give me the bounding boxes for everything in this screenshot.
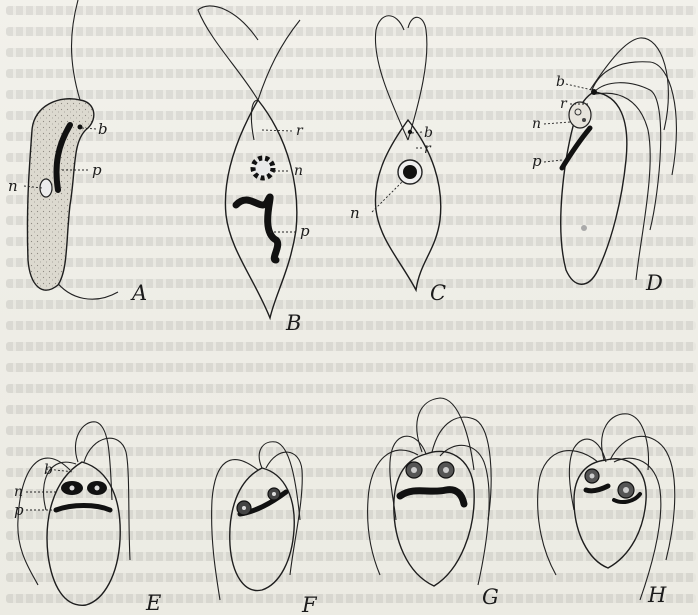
label-r: r <box>424 141 432 157</box>
flagellum <box>590 38 668 130</box>
label-p: p <box>92 161 102 179</box>
cell-body <box>47 462 120 605</box>
label-r: r <box>296 123 304 139</box>
label-n: n <box>532 116 541 132</box>
figure-e: b n p E <box>14 422 161 615</box>
parabasal-body <box>562 128 590 168</box>
label-n: n <box>8 177 18 195</box>
cell-body <box>375 120 440 290</box>
flagellum <box>84 438 130 560</box>
parabasal-body <box>586 486 608 491</box>
cell-body <box>27 99 93 290</box>
figure-f: F <box>212 442 318 615</box>
label-p: p <box>532 152 542 170</box>
label-b: b <box>424 125 433 141</box>
flagellum <box>258 20 300 100</box>
blepharoplast <box>408 130 412 134</box>
label-n: n <box>294 163 303 179</box>
figure-letter: F <box>301 593 318 615</box>
cell-body <box>230 468 294 591</box>
nucleus <box>569 102 591 128</box>
figure-letter: C <box>430 281 446 305</box>
flagellum <box>212 460 258 600</box>
parabasal-body <box>236 197 278 260</box>
figure-letter: G <box>482 585 499 609</box>
figure-c: b r n C <box>350 16 446 305</box>
label-b: b <box>44 462 53 478</box>
flagellum <box>614 458 661 600</box>
label-p: p <box>14 501 24 519</box>
flagellum <box>610 436 675 560</box>
flagellum <box>417 398 474 470</box>
figure-g: G <box>368 398 499 609</box>
figure-letter: A <box>130 281 147 305</box>
label-n: n <box>14 484 23 500</box>
parabasal-body <box>56 506 110 511</box>
label-n: n <box>350 204 360 222</box>
parabasal-body <box>400 490 464 504</box>
figure-b: r n p B <box>198 6 310 335</box>
figure-h: H <box>538 414 675 607</box>
cell-body <box>225 100 296 318</box>
label-b: b <box>556 74 565 90</box>
label-r: r <box>560 96 568 112</box>
figure-letter: E <box>145 591 161 615</box>
flagellum <box>408 17 427 140</box>
flagellum <box>375 16 408 140</box>
label-b: b <box>98 120 108 138</box>
nucleolus <box>403 165 417 179</box>
figure-d: b r n p D <box>532 38 676 295</box>
figure-letter: B <box>285 311 301 335</box>
blepharoplast <box>78 125 83 130</box>
label-p: p <box>300 222 310 240</box>
blepharoplast <box>591 89 597 95</box>
flagellum <box>592 62 676 175</box>
figure-a: b p n A <box>8 0 147 305</box>
flagellum <box>198 6 258 100</box>
figure-letter: D <box>645 271 663 295</box>
flagellum <box>55 280 118 299</box>
flagellum <box>266 452 302 575</box>
figure-letter: H <box>647 583 667 607</box>
flagellum <box>72 0 81 100</box>
nucleus <box>253 158 273 178</box>
